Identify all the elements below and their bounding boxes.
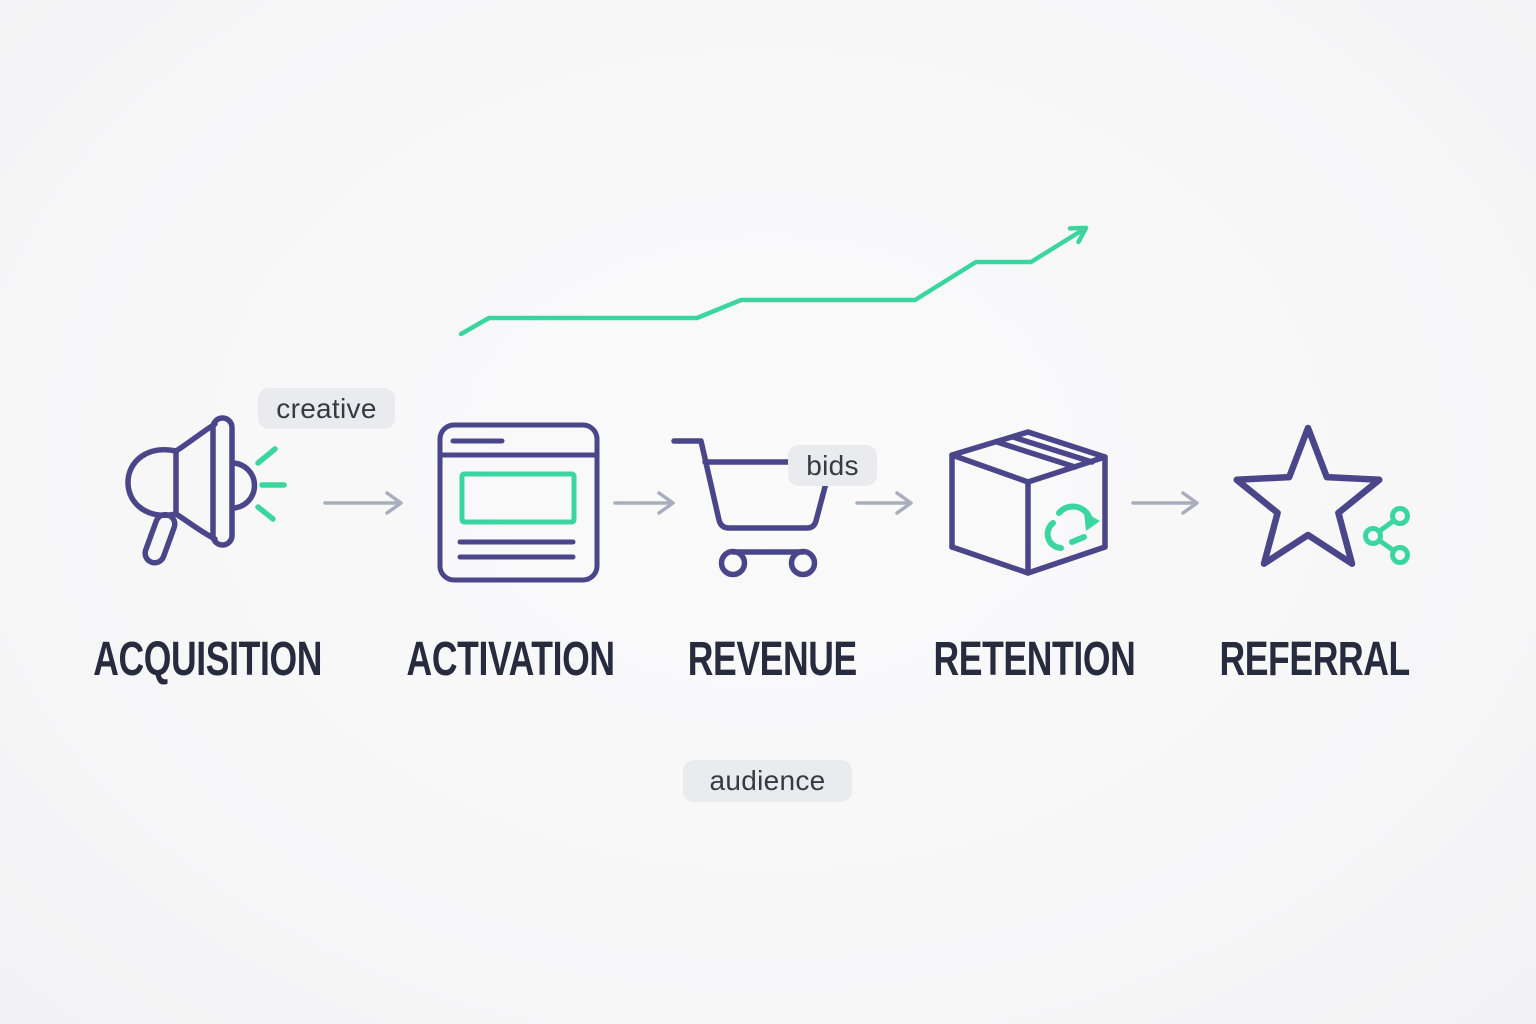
stage-label-retention: RETENTION (933, 633, 1135, 686)
bids-badge: bids (788, 445, 877, 486)
flow-arrow-1 (323, 491, 403, 515)
stage-label-referral: REFERRAL (1219, 633, 1411, 686)
audience-badge: audience (683, 760, 852, 802)
megaphone-body (125, 415, 258, 566)
growth-line-path (458, 225, 1089, 337)
box-outline (949, 429, 1108, 576)
flow-arrow-3 (855, 491, 913, 515)
flow-arrow-4 (1131, 491, 1199, 515)
hero-block (459, 471, 577, 525)
sound-rays-icon (255, 446, 287, 522)
browser-window-icon (437, 422, 600, 583)
creative-badge: creative (258, 388, 395, 429)
stage-label-revenue: REVENUE (687, 633, 857, 686)
star-outline (1233, 424, 1383, 567)
audience-badge-label: audience (709, 765, 826, 796)
recycle-icon (1044, 503, 1100, 551)
megaphone-icon (125, 415, 287, 566)
flow-arrow-2 (613, 491, 675, 515)
star-icon (1233, 424, 1410, 567)
browser-frame (437, 422, 600, 583)
stage-label-activation: ACTIVATION (406, 633, 616, 686)
share-icon (1363, 506, 1410, 565)
package-box-icon (949, 429, 1108, 576)
bids-badge-label: bids (806, 449, 859, 481)
stage-label-acquisition: ACQUISITION (93, 633, 323, 686)
creative-badge-label: creative (276, 392, 377, 424)
